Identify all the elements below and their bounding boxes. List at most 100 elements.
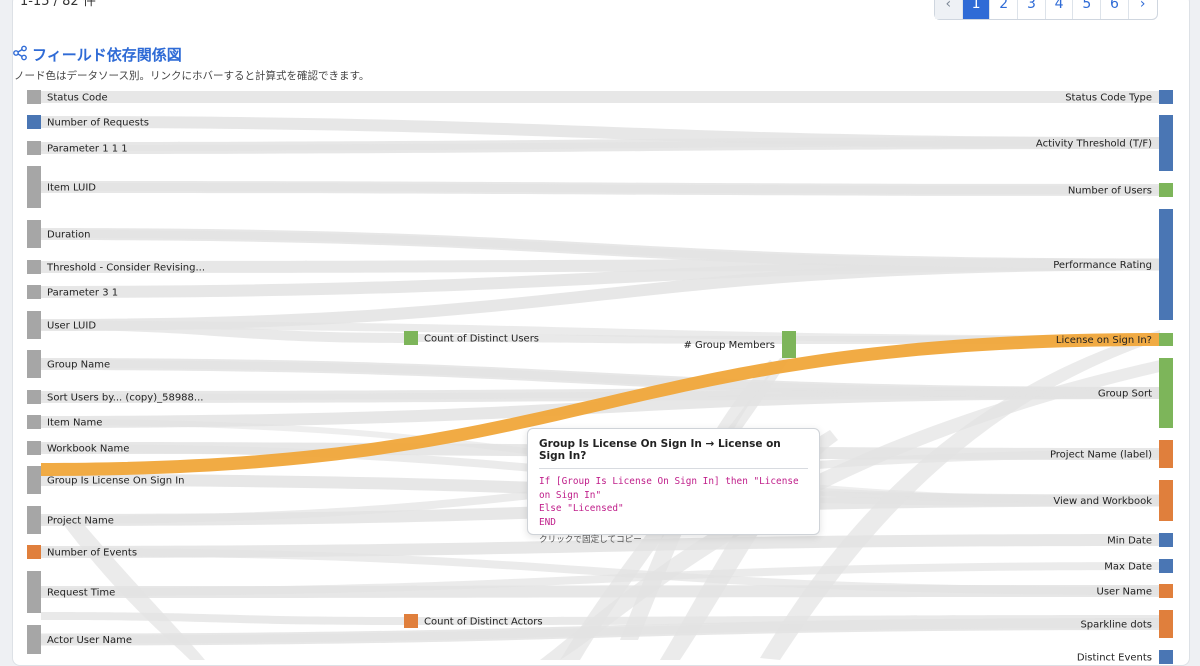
page-4-button[interactable]: 4: [1046, 0, 1074, 19]
right-status-code-type-label: Status Code Type: [1065, 93, 1152, 104]
right-group-sort-label: Group Sort: [1098, 389, 1152, 400]
link-sweep: [760, 330, 1160, 660]
left-sort-users-by-copy-58988-label: Sort Users by... (copy)_58988...: [47, 393, 203, 404]
right-license-on-sign-in-node: [1159, 333, 1173, 346]
page-6-button[interactable]: 6: [1101, 0, 1129, 19]
link-band: [41, 140, 1159, 151]
left-user-luid-label: User LUID: [47, 321, 96, 332]
left-group-is-license-on-sign-in-node: [27, 466, 41, 494]
left-status-code-node: [27, 90, 41, 104]
page-1-button[interactable]: 1: [962, 0, 991, 19]
link-tooltip[interactable]: Group Is License On Sign In → License on…: [527, 428, 820, 545]
result-count: 1-15 / 82 件: [20, 0, 96, 9]
link-sweep: [540, 360, 1160, 660]
right-number-of-users-node: [1159, 183, 1173, 197]
middle-group-members-label: # Group Members: [683, 340, 775, 351]
section-title: フィールド依存関係図: [32, 46, 182, 64]
right-performance-rating-label: Performance Rating: [1053, 260, 1152, 271]
left-threshold-consider-revising-label: Threshold - Consider Revising...: [46, 263, 205, 274]
tooltip-title: Group Is License On Sign In → License on…: [539, 429, 808, 469]
right-max-date-label: Max Date: [1104, 562, 1152, 573]
right-status-code-type-node: [1159, 90, 1173, 104]
link-band: [41, 258, 1159, 331]
left-number-of-requests-label: Number of Requests: [47, 118, 149, 129]
left-duration-label: Duration: [47, 230, 90, 241]
highlighted-link: [41, 333, 1159, 476]
left-duration-node: [27, 220, 41, 248]
left-project-name-node: [27, 506, 41, 534]
tooltip-formula: If [Group Is License On Sign In] then "L…: [539, 476, 799, 528]
link-sweep: [620, 360, 778, 640]
link-band: [41, 230, 1159, 269]
left-workbook-name-label: Workbook Name: [47, 444, 129, 455]
left-number-of-events-node: [27, 545, 41, 559]
right-view-and-workbook-label: View and Workbook: [1053, 496, 1152, 507]
right-min-date-node: [1159, 533, 1173, 547]
right-project-name-label-label: Project Name (label): [1050, 450, 1152, 461]
link-band: [41, 534, 1159, 558]
section-heading: フィールド依存関係図: [12, 44, 182, 65]
right-license-on-sign-in-label: License on Sign In?: [1056, 335, 1152, 346]
page-3-button[interactable]: 3: [1018, 0, 1046, 19]
share-network-icon: [12, 45, 28, 65]
middle-count-of-distinct-actors-label: Count of Distinct Actors: [424, 617, 543, 628]
links-layer: [41, 91, 1160, 660]
left-user-luid-node: [27, 311, 41, 339]
left-group-name-node: [27, 350, 41, 378]
right-max-date-node: [1159, 559, 1173, 573]
right-activity-threshold-t-f-label: Activity Threshold (T/F): [1036, 139, 1152, 150]
link-band: [418, 615, 1159, 625]
right-performance-rating-node: [1159, 209, 1173, 320]
left-number-of-events-label: Number of Events: [47, 548, 137, 559]
left-actor-user-name-node: [27, 625, 41, 654]
link-band: [418, 334, 782, 344]
left-status-code-label: Status Code: [47, 93, 108, 104]
left-actor-user-name-label: Actor User Name: [47, 635, 132, 646]
link-band: [41, 548, 1159, 595]
right-distinct-events-node: [1159, 650, 1173, 664]
left-number-of-requests-node: [27, 115, 41, 129]
left-item-luid-node: [27, 166, 41, 208]
left-threshold-consider-revising-node: [27, 260, 41, 274]
page-5-button[interactable]: 5: [1073, 0, 1102, 19]
left-item-name-node: [27, 415, 41, 429]
left-group-is-license-on-sign-in-label: Group Is License On Sign In: [47, 476, 185, 487]
link-band: [41, 390, 1159, 400]
pagination: ‹ 1 2 3 4 5 6 ›: [934, 0, 1158, 20]
highlight-layer: [41, 333, 1159, 476]
right-min-date-label: Min Date: [1107, 536, 1152, 547]
left-parameter-1-1-1-label: Parameter 1 1 1: [47, 144, 128, 155]
right-view-and-workbook-node: [1159, 480, 1173, 521]
right-user-name-label: User Name: [1097, 587, 1152, 598]
section-subtitle: ノード色はデータソース別。リンクにホバーすると計算式を確認できます。: [14, 70, 370, 82]
left-group-name-label: Group Name: [47, 360, 110, 371]
left-project-name-label: Project Name: [47, 516, 114, 527]
right-number-of-users-label: Number of Users: [1068, 186, 1152, 197]
link-sweep: [660, 430, 838, 660]
right-sparkline-dots-node: [1159, 610, 1173, 638]
middle-count-of-distinct-users-label: Count of Distinct Users: [424, 334, 539, 345]
right-group-sort-node: [1159, 358, 1173, 428]
left-request-time-node: [27, 571, 41, 613]
prev-page-button[interactable]: ‹: [935, 0, 963, 19]
left-workbook-name-node: [27, 441, 41, 455]
link-sweep: [60, 520, 205, 660]
middle-group-members-node: [782, 331, 796, 358]
tooltip-hint: クリックで固定してコピー: [539, 535, 642, 546]
middle-count-of-distinct-actors-node: [404, 614, 418, 628]
next-page-button[interactable]: ›: [1139, 0, 1146, 12]
right-sparkline-dots-label: Sparkline dots: [1080, 620, 1152, 631]
left-request-time-label: Request Time: [47, 588, 115, 599]
page-2-button[interactable]: 2: [990, 0, 1019, 19]
left-item-luid-label: Item LUID: [47, 183, 96, 194]
left-parameter-3-1-label: Parameter 3 1: [47, 288, 118, 299]
left-sort-users-by-copy-58988-node: [27, 390, 41, 404]
link-band: [41, 320, 404, 343]
left-item-name-label: Item Name: [47, 418, 102, 429]
right-user-name-node: [1159, 584, 1173, 598]
link-band: [41, 91, 1159, 103]
right-activity-threshold-t-f-node: [1159, 115, 1173, 171]
link-band: [41, 562, 1159, 596]
